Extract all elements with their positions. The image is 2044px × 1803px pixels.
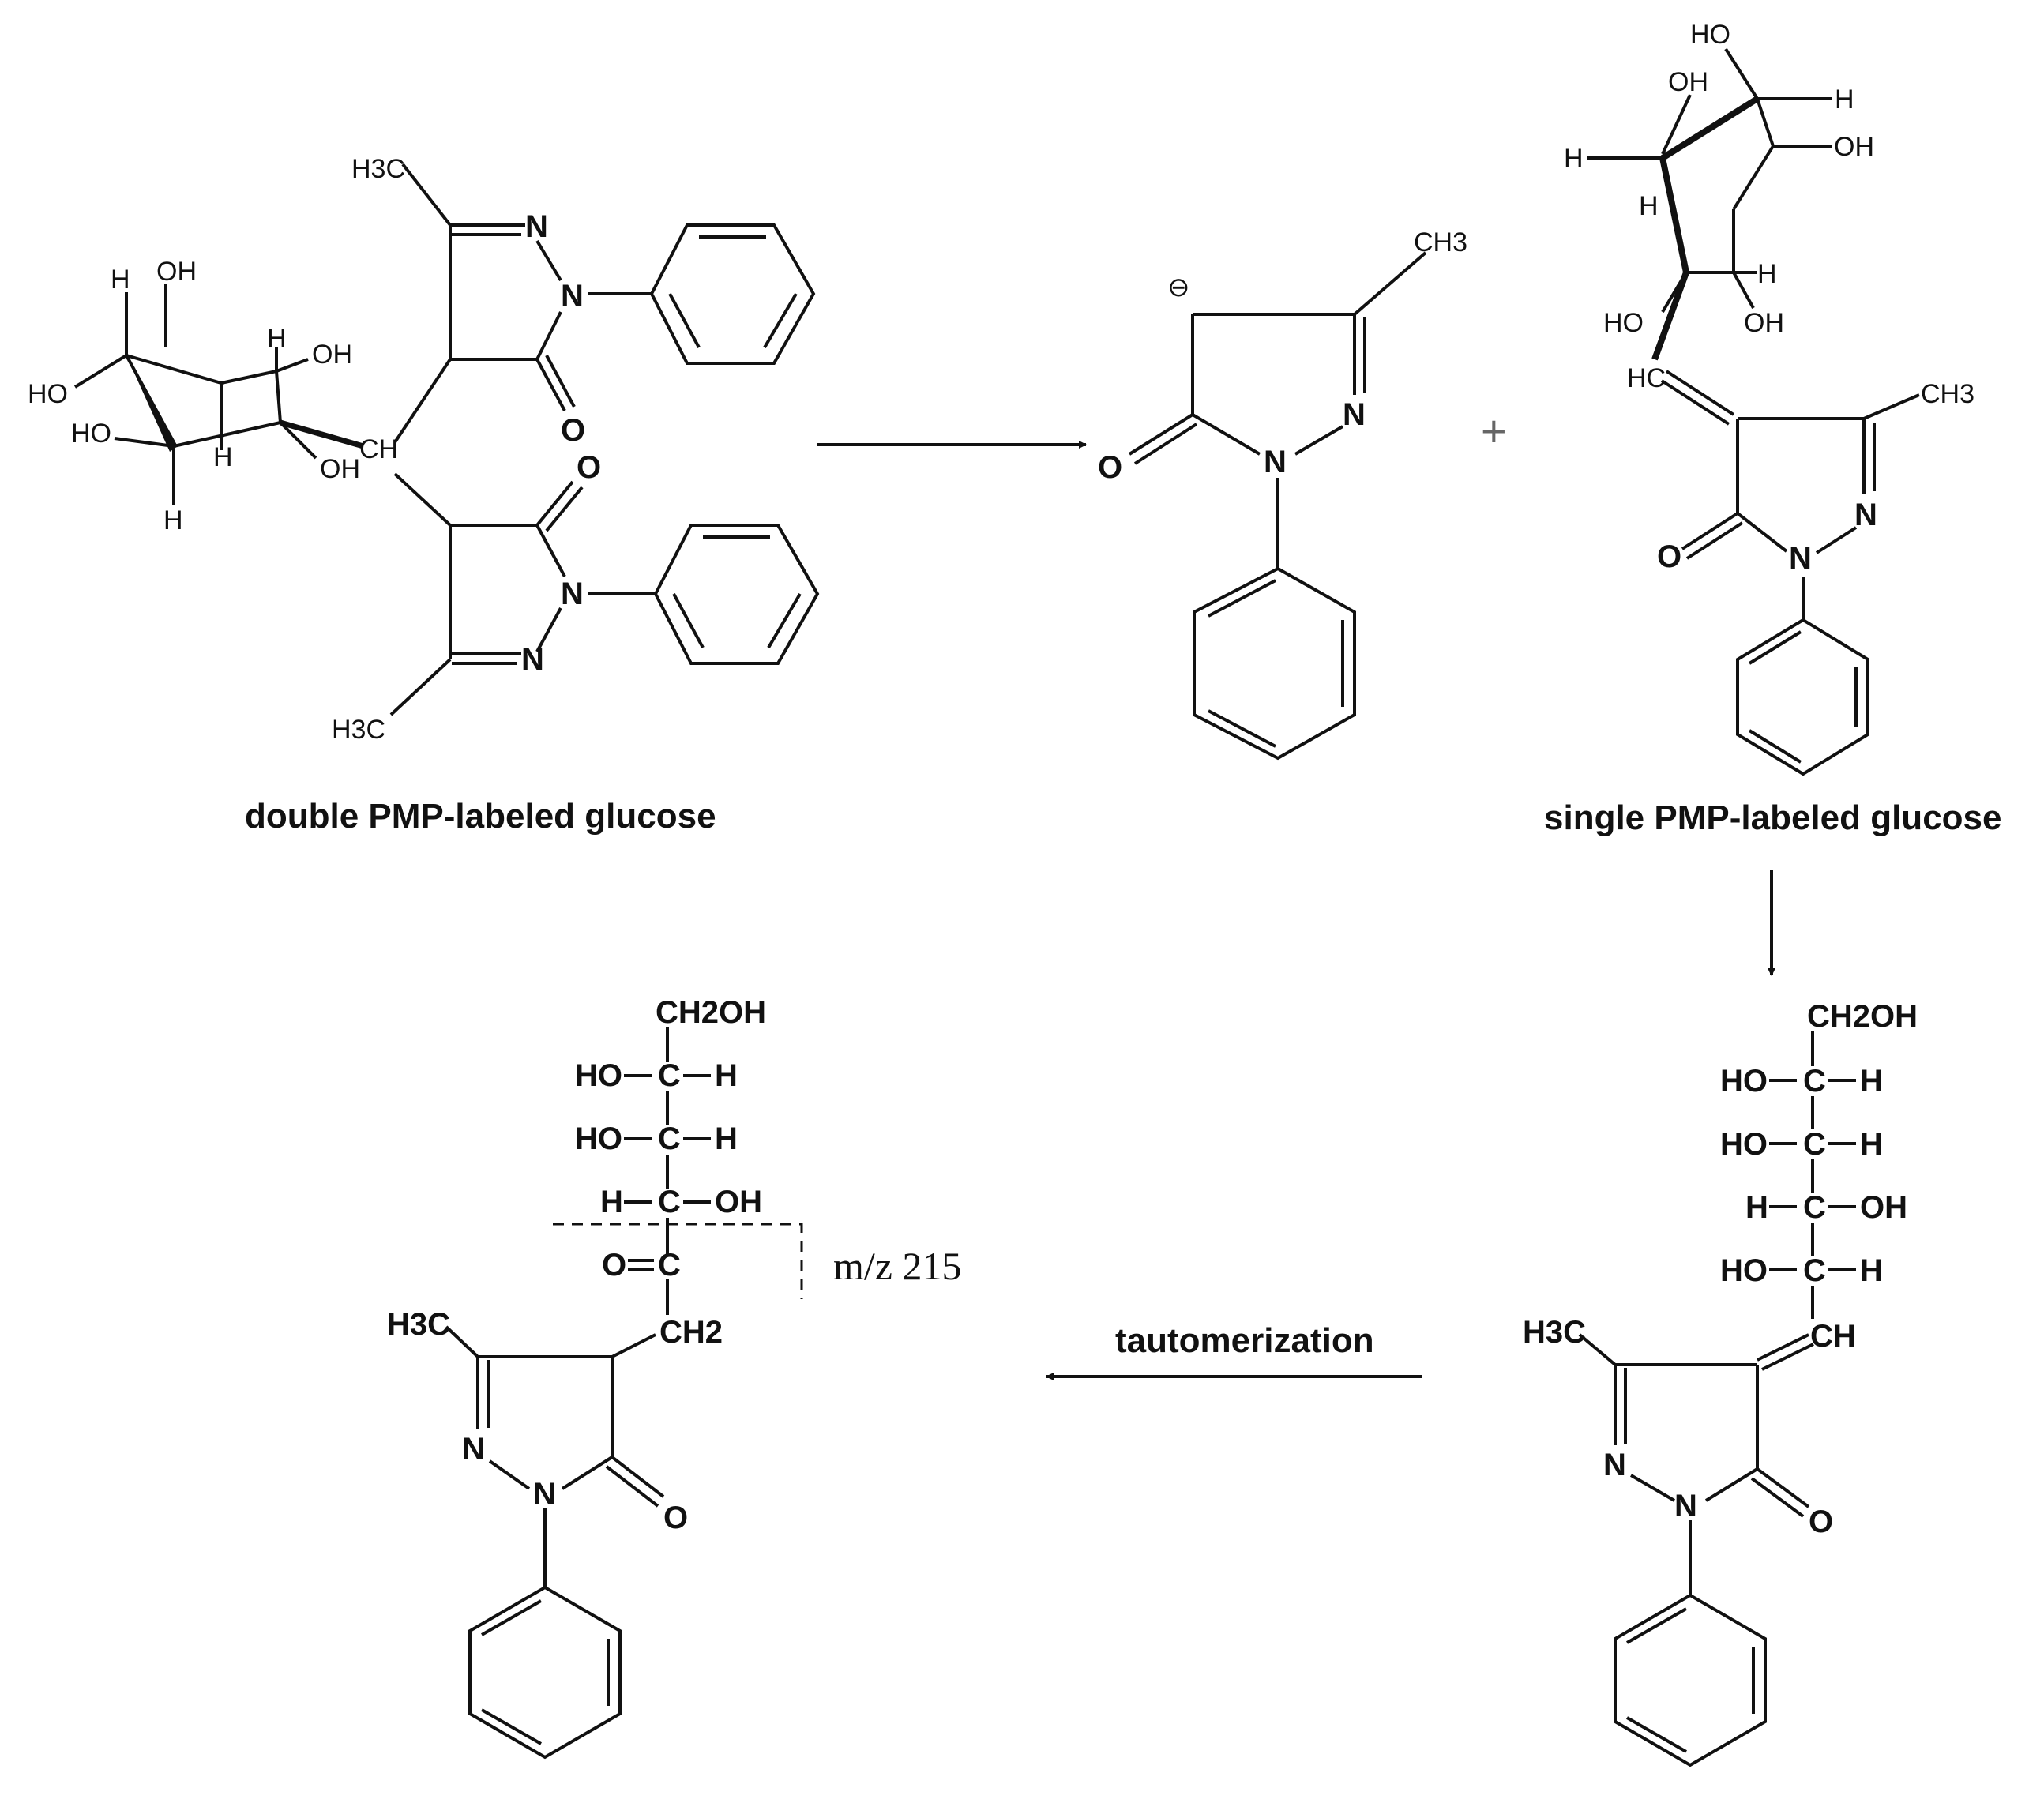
atom-c: C xyxy=(658,1058,681,1093)
atom-c: C xyxy=(1803,1064,1826,1099)
atom-n: N xyxy=(1603,1448,1626,1482)
ch2oh-label: CH2OH xyxy=(656,995,766,1030)
atom-h: H xyxy=(1745,1190,1768,1225)
hydroxyl-label: HO xyxy=(71,419,111,449)
atom-h: H xyxy=(1860,1064,1883,1099)
hydroxyl-label: OH xyxy=(1744,308,1784,338)
hydroxyl-label: OH xyxy=(312,340,352,370)
atom-h: H xyxy=(1564,144,1584,174)
hydroxyl-label: OH xyxy=(715,1185,762,1219)
atom-h: H xyxy=(1860,1127,1883,1162)
atom-c: C xyxy=(658,1185,681,1219)
open-chain-enol: CH2OH HO C H HO C H H C OH HO C H CH H3 xyxy=(1523,999,1918,1767)
hydroxyl-label: OH xyxy=(1860,1190,1907,1225)
hydroxyl-label: HO xyxy=(1720,1127,1768,1162)
atom-h: H xyxy=(1860,1253,1883,1288)
keto-tautomer: CH2OH HO C H HO C H H C OH m/z 215 O C C… xyxy=(387,995,961,1760)
atom-h: H xyxy=(111,265,130,295)
atom-o: O xyxy=(561,413,585,448)
atom-o: O xyxy=(663,1501,688,1535)
atom-n: N xyxy=(462,1432,485,1467)
atom-h: H xyxy=(600,1185,623,1219)
atom-n: N xyxy=(1343,397,1366,432)
hydroxyl-label: HO xyxy=(1690,20,1730,50)
hc-label: HC xyxy=(1627,363,1666,393)
atom-o: O xyxy=(1657,539,1681,574)
plus-sign: + xyxy=(1481,406,1507,456)
atom-n: N xyxy=(521,642,544,677)
hydroxyl-label: OH xyxy=(1668,67,1708,97)
hydroxyl-label: OH xyxy=(1834,132,1874,162)
methyl-label-bottom: H3C xyxy=(332,715,385,745)
ch-label: CH xyxy=(359,434,398,464)
caption-single-pmp: single PMP-labeled glucose xyxy=(1544,798,2001,837)
atom-c: C xyxy=(1803,1127,1826,1162)
atom-c: C xyxy=(1803,1190,1826,1225)
hydroxyl-label: HO xyxy=(1720,1064,1768,1099)
atom-o: O xyxy=(602,1248,626,1283)
hydroxyl-label: HO xyxy=(575,1058,622,1093)
pmp-anion: ⊖ CH3 N N O xyxy=(1098,227,1467,761)
atom-c: C xyxy=(1803,1253,1826,1288)
atom-h: H xyxy=(1835,85,1854,115)
tautomerization-label: tautomerization xyxy=(1115,1321,1374,1360)
atom-c: C xyxy=(658,1121,681,1156)
atom-n: N xyxy=(533,1477,556,1512)
hydroxyl-label: OH xyxy=(156,257,197,287)
caption-double-pmp: double PMP-labeled glucose xyxy=(245,797,716,836)
atom-h: H xyxy=(267,324,287,354)
atom-h: H xyxy=(163,505,183,535)
hydroxyl-label: HO xyxy=(1603,308,1644,338)
atom-o: O xyxy=(577,450,601,485)
atom-n: N xyxy=(561,577,584,611)
atom-h: H xyxy=(715,1058,738,1093)
atom-h: H xyxy=(1757,259,1777,289)
hydroxyl-label: HO xyxy=(1720,1253,1768,1288)
atom-n: N xyxy=(1264,445,1287,479)
atom-h: H xyxy=(715,1121,738,1156)
atom-o: O xyxy=(1809,1504,1833,1539)
hydroxyl-label: OH xyxy=(320,454,360,484)
hydroxyl-label: HO xyxy=(575,1121,622,1156)
single-pmp-glucose: HO H OH H OH H H HO OH HC CH3 N xyxy=(1544,20,2001,837)
ch2oh-label: CH2OH xyxy=(1807,999,1918,1034)
atom-h: H xyxy=(1639,191,1659,221)
ch2-label: CH2 xyxy=(659,1315,723,1350)
methyl-label-top: H3C xyxy=(351,154,405,184)
methyl-label: CH3 xyxy=(1921,379,1974,409)
atom-n: N xyxy=(525,209,548,244)
atom-n: N xyxy=(1854,498,1877,532)
methyl-label: CH3 xyxy=(1414,227,1467,257)
mz-annotation: m/z 215 xyxy=(833,1244,961,1288)
methyl-label: H3C xyxy=(1523,1315,1586,1350)
anion-charge: ⊖ xyxy=(1167,272,1190,302)
atom-n: N xyxy=(1789,541,1812,576)
hydroxyl-label: HO xyxy=(28,379,68,409)
atom-c: C xyxy=(658,1248,681,1283)
atom-n: N xyxy=(561,279,584,314)
atom-h: H xyxy=(213,442,233,472)
atom-o: O xyxy=(1098,450,1122,485)
double-pmp-glucose: H3C N N O CH O N N H3 xyxy=(28,154,820,836)
methyl-label: H3C xyxy=(387,1307,450,1342)
ch-label: CH xyxy=(1810,1319,1856,1354)
atom-n: N xyxy=(1674,1489,1697,1523)
